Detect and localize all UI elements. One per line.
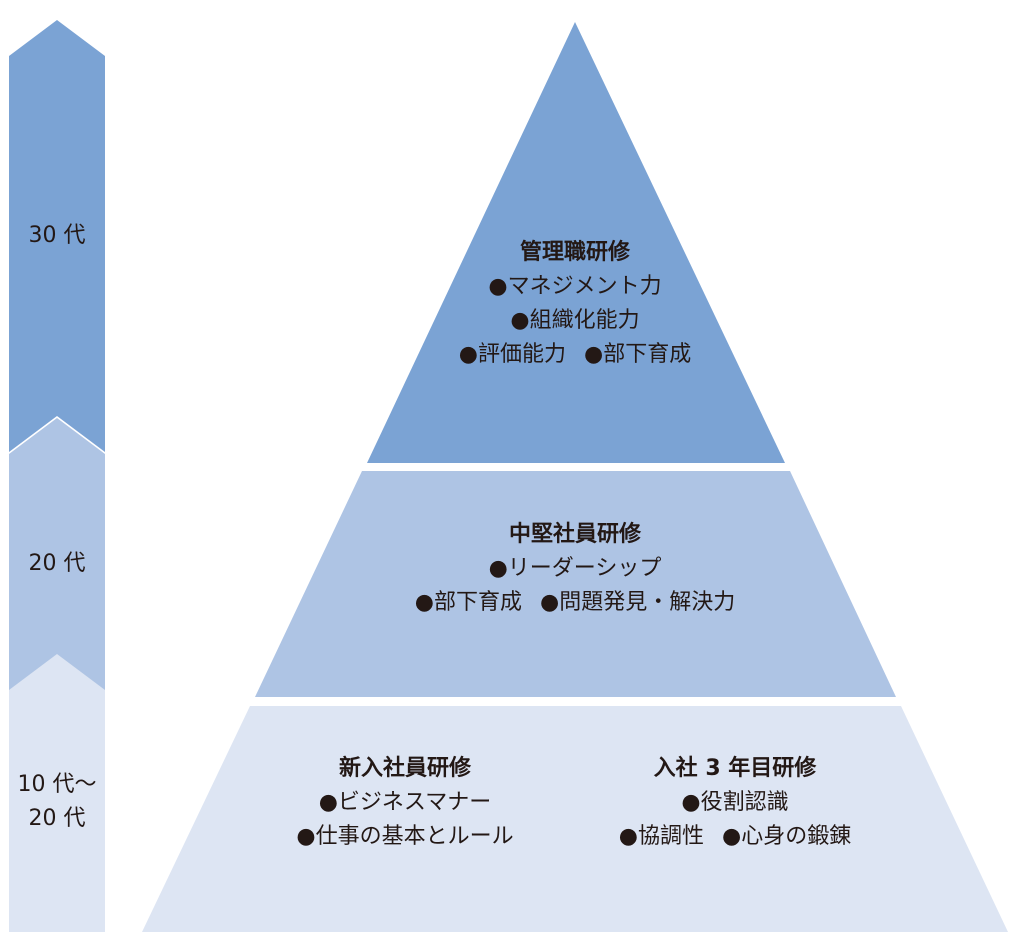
age-arrow-top xyxy=(9,20,105,452)
list-item: ●ビジネスマナー xyxy=(318,790,492,815)
list-item: ●部下育成 xyxy=(584,342,692,367)
tier-title: 管理職研修 xyxy=(519,240,630,265)
pyramid-tier-bottom xyxy=(142,706,1008,932)
list-item: ●協調性 xyxy=(618,824,704,849)
tier-title: 入社 3 年目研修 xyxy=(653,756,817,781)
age-arrow-middle xyxy=(9,418,105,690)
tier-title: 新入社員研修 xyxy=(338,756,471,781)
list-item: ●組織化能力 xyxy=(510,308,640,333)
tier-bottom-right-text: 入社 3 年目研修 ●役割認識 ●協調性 ●心身の鍛錬 xyxy=(585,752,885,854)
list-item: ●リーダーシップ xyxy=(488,556,662,581)
list-item: ●部下育成 xyxy=(414,590,522,615)
list-item: ●心身の鍛錬 xyxy=(722,824,852,849)
list-item: ●マネジメント力 xyxy=(488,274,662,299)
age-arrow-bottom xyxy=(9,652,105,932)
age-label-20s: 20 代 xyxy=(28,551,86,576)
list-item: ●役割認識 xyxy=(681,790,789,815)
list-item: ●問題発見・解決力 xyxy=(540,590,736,615)
list-item: ●仕事の基本とルール xyxy=(296,824,514,849)
tier-bottom-left-text: 新入社員研修 ●ビジネスマナー ●仕事の基本とルール xyxy=(255,752,555,854)
age-label-30s: 30 代 xyxy=(28,223,86,248)
tier-title: 中堅社員研修 xyxy=(508,522,641,547)
list-item: ●評価能力 xyxy=(458,342,566,367)
tier-top-text: 管理職研修 ●マネジメント力 ●組織化能力 ●評価能力 ●部下育成 xyxy=(425,236,725,372)
tier-middle-text: 中堅社員研修 ●リーダーシップ ●部下育成 ●問題発見・解決力 xyxy=(375,518,775,620)
pyramid-tier-middle xyxy=(255,471,896,697)
age-label-10s-20s: 10 代〜 20 代 xyxy=(17,772,97,831)
pyramid-tier-top xyxy=(367,22,785,463)
